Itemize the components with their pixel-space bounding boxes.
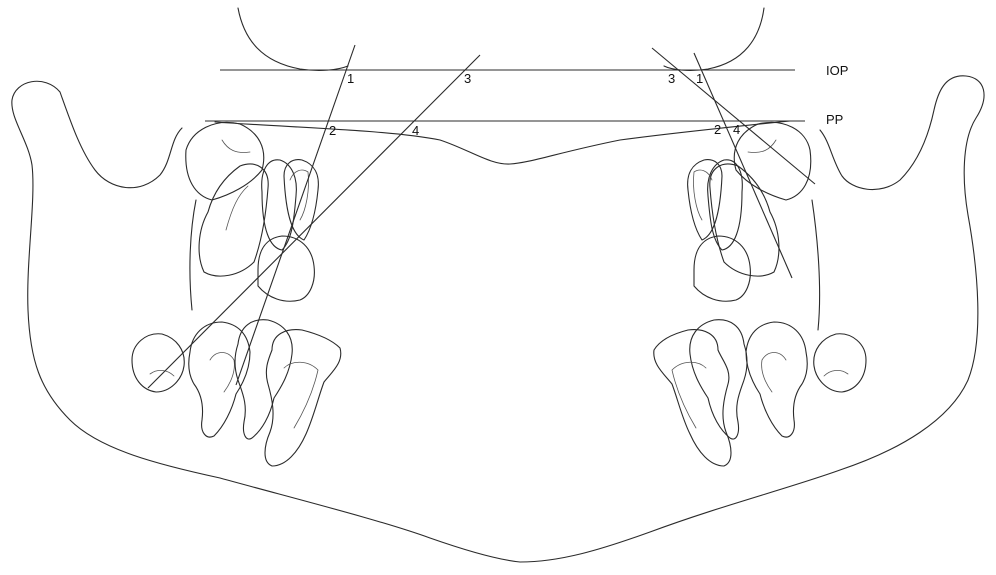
left-upper-teeth [186, 122, 319, 301]
left-marker-3: 3 [464, 71, 471, 86]
right-axis-line-1-2 [694, 53, 792, 278]
left-axis-line-3-4 [148, 55, 480, 388]
right-ramus-line [812, 200, 820, 330]
mandible-outline [12, 76, 984, 562]
left-marker-4: 4 [412, 123, 419, 138]
right-marker-1: 1 [696, 71, 703, 86]
left-axis-line-1-2 [236, 45, 355, 385]
iop-label: IOP [826, 63, 848, 78]
left-marker-2: 2 [329, 123, 336, 138]
right-marker-3: 3 [668, 71, 675, 86]
left-ramus-line [190, 200, 196, 310]
right-lower-teeth [654, 320, 866, 466]
right-axis-line-3-4 [652, 48, 815, 184]
right-marker-4: 4 [733, 122, 740, 137]
right-marker-2: 2 [714, 122, 721, 137]
palate-curve [215, 121, 790, 164]
left-orbit-contour [238, 8, 348, 70]
left-lower-teeth [132, 320, 341, 466]
left-marker-1: 1 [347, 71, 354, 86]
right-orbit-contour [664, 8, 764, 70]
pp-label: PP [826, 112, 843, 127]
right-upper-teeth [688, 122, 811, 301]
